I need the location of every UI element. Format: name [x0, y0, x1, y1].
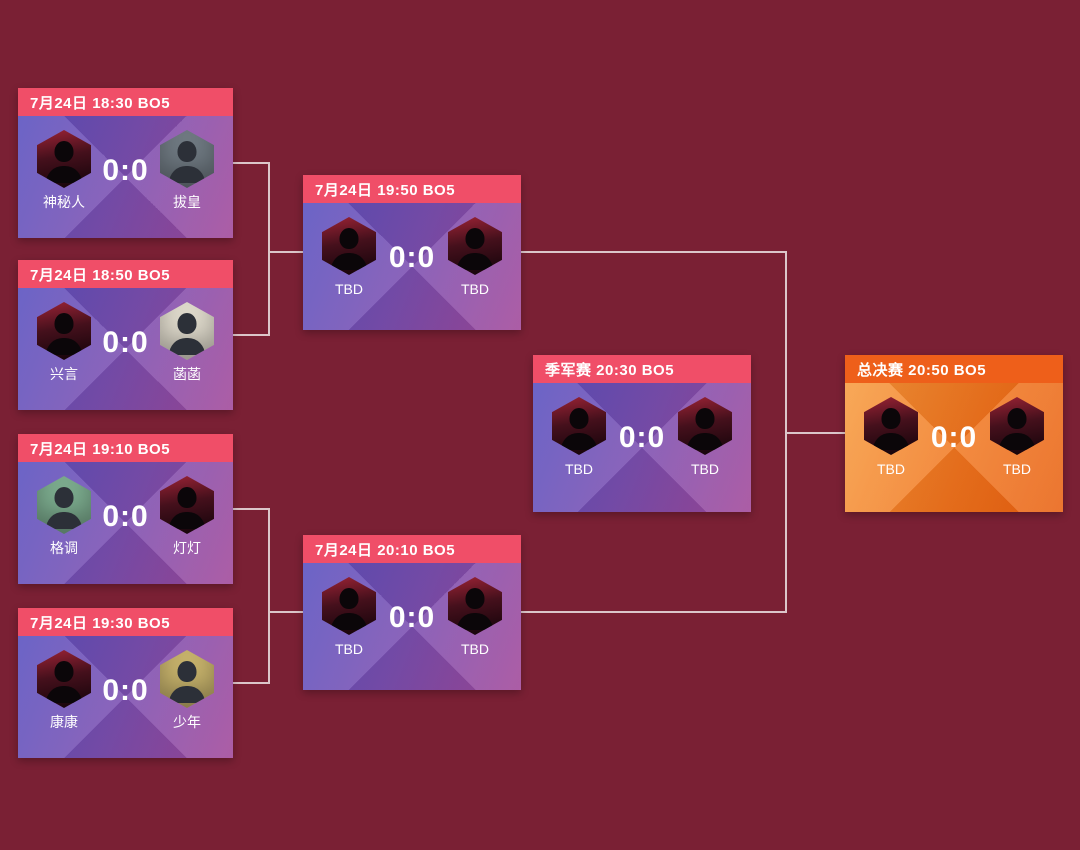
player-left: TBD	[547, 397, 611, 476]
match-schedule: 7月24日 19:10 BO5	[30, 440, 171, 458]
bracket-connector	[268, 251, 303, 253]
player-avatar	[989, 397, 1044, 455]
match-card-third-place[interactable]: 季军赛 20:30 BO5 TBD 0:0 TBD	[533, 355, 751, 512]
bracket-connector	[233, 334, 268, 336]
player-left: TBD	[317, 217, 381, 296]
player-name: 格调	[50, 540, 78, 556]
player-name: 兴言	[50, 366, 78, 382]
match-card-grand-final[interactable]: 总决赛 20:50 BO5 TBD 0:0 TBD	[845, 355, 1063, 512]
match-header: 总决赛 20:50 BO5	[845, 355, 1063, 383]
player-avatar	[322, 577, 376, 635]
match-card-quarterfinal-1[interactable]: 7月24日 18:30 BO5 神秘人 0:0 拔皇	[18, 88, 233, 238]
player-left: 神秘人	[32, 130, 96, 209]
match-body: 神秘人 0:0 拔皇	[18, 116, 233, 238]
bracket-connector	[268, 162, 270, 336]
player-right: 灯灯	[155, 476, 219, 555]
bracket-connector	[233, 508, 268, 510]
player-name: 拔皇	[172, 194, 201, 210]
player-avatar	[37, 130, 91, 188]
match-header: 7月24日 19:50 BO5	[303, 175, 521, 203]
player-right: TBD	[443, 217, 507, 296]
bracket-connector	[785, 432, 845, 434]
match-header: 7月24日 19:10 BO5	[18, 434, 233, 462]
player-avatar	[447, 217, 502, 275]
player-left: TBD	[859, 397, 923, 476]
player-name: 神秘人	[43, 194, 85, 210]
player-right: 菡菡	[155, 302, 219, 381]
player-left: 格调	[32, 476, 96, 555]
player-avatar	[447, 577, 502, 635]
match-score: 0:0	[388, 241, 436, 274]
player-right: 拔皇	[155, 130, 219, 209]
match-score: 0:0	[102, 326, 149, 359]
bracket-connector	[233, 682, 268, 684]
match-body: TBD 0:0 TBD	[845, 383, 1063, 512]
player-right: 少年	[155, 650, 219, 729]
match-schedule: 7月24日 20:10 BO5	[315, 541, 456, 559]
player-avatar	[37, 302, 91, 360]
match-score: 0:0	[618, 421, 666, 454]
match-header: 7月24日 18:50 BO5	[18, 260, 233, 288]
player-avatar	[159, 476, 214, 534]
match-body: 康康 0:0 少年	[18, 636, 233, 758]
player-name: TBD	[460, 281, 489, 297]
match-header: 季军赛 20:30 BO5	[533, 355, 751, 383]
match-schedule: 7月24日 19:50 BO5	[315, 181, 456, 199]
player-avatar	[37, 476, 91, 534]
match-body: 格调 0:0 灯灯	[18, 462, 233, 584]
match-score: 0:0	[102, 154, 149, 187]
player-avatar	[37, 650, 91, 708]
player-left: 康康	[32, 650, 96, 729]
match-schedule: 总决赛 20:50 BO5	[857, 361, 987, 379]
match-card-quarterfinal-2[interactable]: 7月24日 18:50 BO5 兴言 0:0 菡菡	[18, 260, 233, 410]
match-score: 0:0	[930, 421, 978, 454]
match-score: 0:0	[388, 601, 436, 634]
match-body: TBD 0:0 TBD	[303, 203, 521, 330]
match-score: 0:0	[102, 674, 149, 707]
player-name: 菡菡	[172, 366, 201, 382]
bracket-connector	[268, 611, 303, 613]
match-header: 7月24日 20:10 BO5	[303, 535, 521, 563]
player-name: 少年	[172, 714, 201, 730]
player-name: TBD	[335, 641, 363, 657]
player-name: TBD	[335, 281, 363, 297]
bracket-connector	[233, 162, 268, 164]
match-header: 7月24日 19:30 BO5	[18, 608, 233, 636]
player-avatar	[322, 217, 376, 275]
player-avatar	[159, 130, 214, 188]
player-avatar	[677, 397, 732, 455]
bracket-connector	[521, 251, 785, 253]
player-name: TBD	[1002, 461, 1031, 477]
player-name: 康康	[50, 714, 78, 730]
match-body: TBD 0:0 TBD	[533, 383, 751, 512]
match-schedule: 7月24日 18:50 BO5	[30, 266, 171, 284]
player-left: 兴言	[32, 302, 96, 381]
player-right: TBD	[673, 397, 737, 476]
player-right: TBD	[443, 577, 507, 656]
bracket-connector	[268, 508, 270, 684]
match-score: 0:0	[102, 500, 149, 533]
match-body: TBD 0:0 TBD	[303, 563, 521, 690]
player-name: TBD	[690, 461, 719, 477]
match-schedule: 7月24日 19:30 BO5	[30, 614, 171, 632]
match-card-semifinal-2[interactable]: 7月24日 20:10 BO5 TBD 0:0 TBD	[303, 535, 521, 690]
player-name: 灯灯	[172, 540, 201, 556]
player-avatar	[552, 397, 606, 455]
bracket-connector	[521, 611, 785, 613]
match-card-quarterfinal-3[interactable]: 7月24日 19:10 BO5 格调 0:0 灯灯	[18, 434, 233, 584]
player-name: TBD	[460, 641, 489, 657]
player-avatar	[864, 397, 918, 455]
player-left: TBD	[317, 577, 381, 656]
match-body: 兴言 0:0 菡菡	[18, 288, 233, 410]
player-avatar	[159, 650, 214, 708]
player-right: TBD	[985, 397, 1049, 476]
match-header: 7月24日 18:30 BO5	[18, 88, 233, 116]
match-schedule: 季军赛 20:30 BO5	[545, 361, 675, 379]
player-avatar	[159, 302, 214, 360]
match-schedule: 7月24日 18:30 BO5	[30, 94, 171, 112]
match-card-semifinal-1[interactable]: 7月24日 19:50 BO5 TBD 0:0 TBD	[303, 175, 521, 330]
player-name: TBD	[565, 461, 593, 477]
player-name: TBD	[877, 461, 905, 477]
match-card-quarterfinal-4[interactable]: 7月24日 19:30 BO5 康康 0:0 少年	[18, 608, 233, 758]
